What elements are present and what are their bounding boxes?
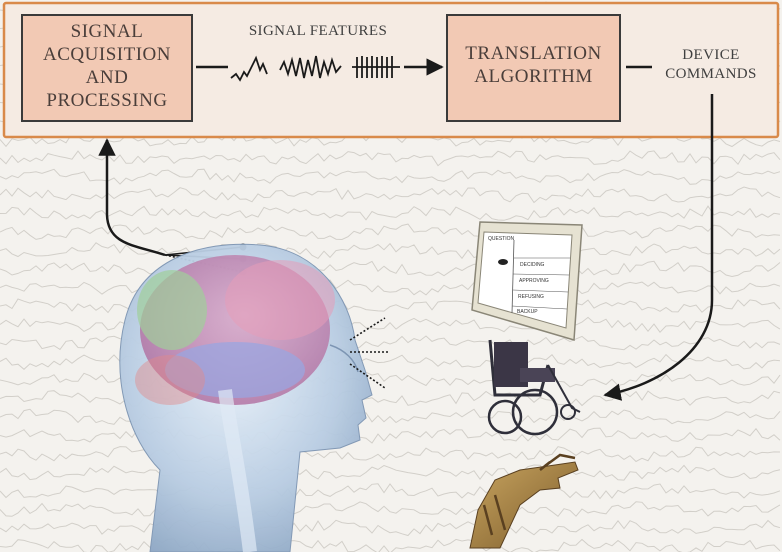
robotic-hand [469,453,579,549]
eeg-trace [0,353,781,370]
spike-train [352,56,400,78]
eeg-trace [0,150,781,167]
eeg-trace [0,260,781,278]
signal-waveform-2 [279,55,342,79]
cursor-icon [498,259,508,265]
eeg-trace [0,279,781,296]
feedback-arrow [98,138,166,257]
wheelchair [487,339,581,436]
eeg-trace [0,408,781,425]
eeg-trace [0,186,781,204]
translation-label: TRANSLATION ALGORITHM [447,42,620,88]
device-commands-label: DEVICE COMMANDS [652,46,770,84]
signal-features-label: SIGNAL FEATURES [248,23,388,39]
translation-label-line: ALGORITHM [474,66,593,87]
eeg-trace [0,501,781,518]
acquisition-label: SIGNAL ACQUISITION AND PROCESSING [22,20,192,112]
screen-header: QUESTION [488,236,515,242]
eeg-trace [0,446,781,463]
acquisition-label-line: AND [85,67,129,88]
translation-algorithm-box [446,14,621,122]
translation-label-line: TRANSLATION [465,43,602,64]
eeg-trace [0,316,781,333]
acquisition-label-line: SIGNAL [70,21,144,42]
acquisition-label-line: PROCESSING [46,90,168,111]
screen-option: DECIDING [520,262,545,268]
eeg-trace [0,168,781,185]
screen-option: BACKUP [517,309,538,315]
eeg-trace [0,390,781,407]
signal-acquisition-box [21,14,193,122]
screen-option: APPROVING [519,278,549,284]
device-commands-arrow [603,94,714,401]
eeg-trace [0,205,781,221]
temporal-lobe [165,342,305,398]
signal-waveform-1 [230,55,268,82]
head-illustration [119,243,373,552]
computer-monitor [471,221,583,341]
eeg-trace [0,223,781,241]
device-commands-line: COMMANDS [665,66,757,82]
device-commands-line: DEVICE [682,47,740,63]
gaze-lines [349,317,388,389]
eeg-trace [0,427,781,444]
eeg-trace [0,297,781,314]
spinal-cord [218,389,257,552]
frontal-lobe [137,270,207,350]
eeg-trace [0,519,781,537]
screen-option: REFUSING [518,294,544,300]
eeg-trace [0,483,781,500]
eeg-trace [0,538,781,552]
eeg-trace [0,464,781,481]
acquisition-label-line: ACQUISITION [43,44,171,65]
eeg-trace [0,334,781,352]
eeg-trace [0,241,781,260]
